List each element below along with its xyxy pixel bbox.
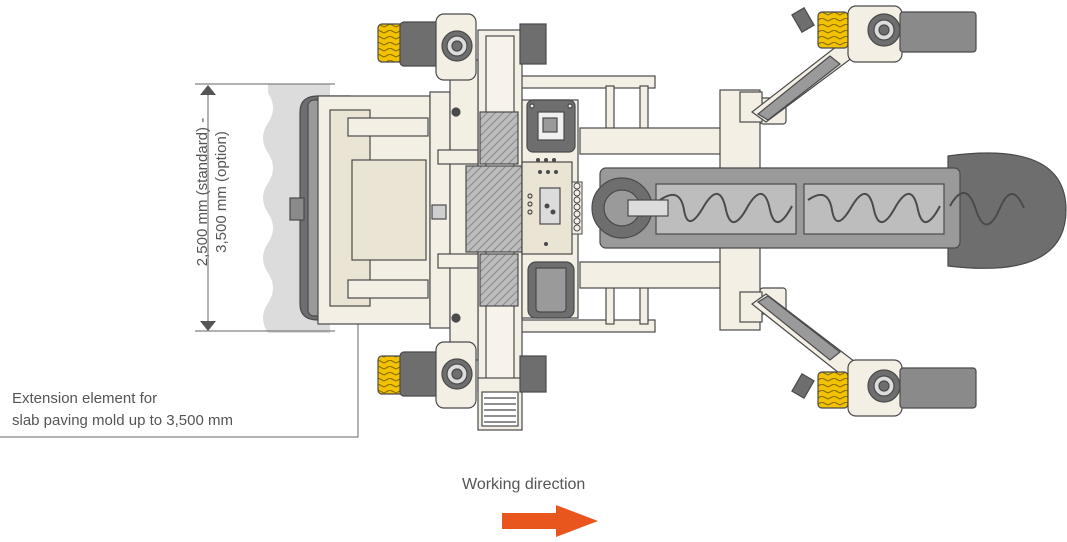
dimension-label-line-1: 2,500 mm (standard) - — [194, 117, 211, 267]
dimension-arrow — [195, 83, 335, 332]
extension-note: Extension element for slab paving mold u… — [12, 388, 233, 432]
extension-note-line-1: Extension element for — [12, 390, 158, 407]
arrow-right-icon — [502, 505, 598, 537]
track-front-right — [791, 5, 977, 63]
track-rear-right — [791, 359, 977, 417]
dimension-label-line-2: 3,500 mm (option) — [213, 131, 230, 253]
chain-strip — [571, 181, 583, 235]
operator-seat — [527, 261, 575, 319]
extension-note-line-2: slab paving mold up to 3,500 mm — [12, 412, 233, 429]
track-front-left — [377, 13, 547, 81]
auger-assembly — [591, 152, 1067, 269]
dimension-label: 2,500 mm (standard) - 3,500 mm (option) — [193, 102, 237, 282]
control-panel — [526, 99, 576, 246]
track-rear-left — [377, 341, 547, 409]
access-ladder — [477, 377, 523, 431]
working-direction-label: Working direction — [462, 476, 586, 493]
paving-mold — [289, 91, 451, 329]
